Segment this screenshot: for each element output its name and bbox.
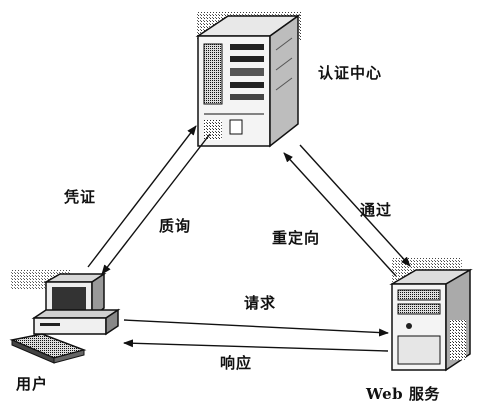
auth-center-label: 认证中心 [318, 66, 382, 81]
response-label: 响应 [220, 356, 252, 371]
challenge-arrow [102, 134, 210, 274]
web-server-icon [392, 258, 470, 370]
response-arrow [124, 343, 388, 351]
user-computer-icon [10, 270, 118, 363]
request-arrow [124, 320, 388, 333]
challenge-label: 质询 [159, 219, 191, 234]
credential-arrow [88, 126, 196, 267]
user-label: 用户 [16, 377, 48, 392]
auth-server-icon [196, 12, 301, 146]
credential-label: 凭证 [64, 190, 96, 205]
web-service-label: Web 服务 [366, 387, 440, 402]
redirect-label: 重定向 [272, 231, 320, 246]
pass-arrow [300, 145, 410, 266]
pass-label: 通过 [360, 203, 392, 218]
request-label: 请求 [244, 296, 276, 311]
